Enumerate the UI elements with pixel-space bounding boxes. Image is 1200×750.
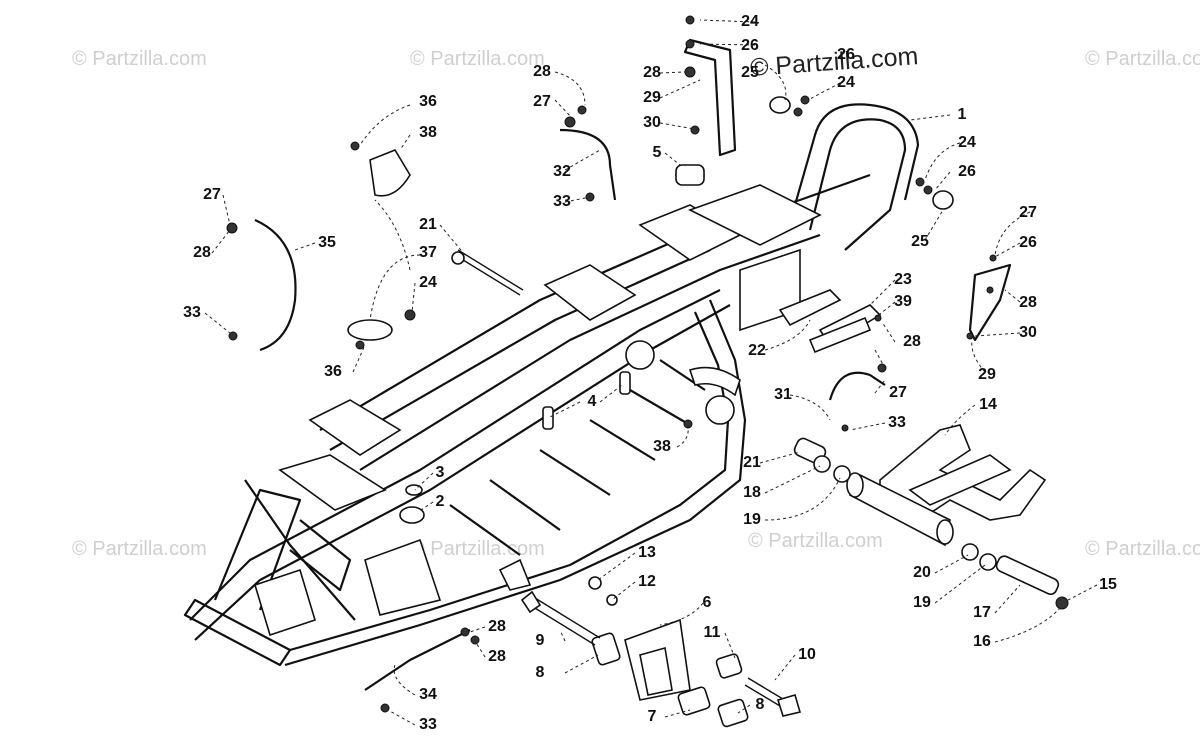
callout-27: 24 [741, 13, 759, 30]
callout-2: 2 [435, 493, 445, 510]
callout-35: 35 [318, 234, 336, 251]
rear-arm-assembly [793, 424, 1069, 610]
callout-28: 28 [903, 333, 921, 350]
callout-1: 1 [957, 106, 967, 123]
hardware-fasteners [226, 15, 997, 713]
watermark: © Partzilla.com [72, 538, 207, 560]
callout-36: 36 [419, 93, 437, 110]
callout-32: 32 [553, 163, 571, 180]
callout-27: 27 [203, 186, 221, 203]
callout-37: 37 [419, 244, 437, 261]
callout-22: 22 [748, 342, 766, 359]
callout-28: 28 [193, 244, 211, 261]
watermark: © Partzilla.com [1085, 48, 1200, 70]
callout-40: 39 [894, 293, 912, 310]
callout-17: 17 [973, 604, 991, 621]
callout-39: 38 [653, 438, 671, 455]
callout-33: 33 [888, 414, 906, 431]
callout-38: 38 [419, 124, 437, 141]
callout-24: 24 [958, 134, 976, 151]
callout-26: 26 [958, 163, 976, 180]
callout-29: 29 [643, 89, 661, 106]
leader-lines [204, 19, 1098, 726]
callout-26: 26 [741, 37, 759, 54]
callout-21: 21 [419, 216, 437, 233]
callout-19: 20 [913, 564, 931, 581]
callout-16: 16 [973, 633, 991, 650]
callout-11: 11 [703, 624, 721, 641]
callout-8: 8 [535, 664, 545, 681]
callout-24: 24 [419, 274, 437, 291]
callout-6: 6 [702, 594, 712, 611]
watermark: © Partzilla.com [1085, 538, 1200, 560]
callout-31: 31 [774, 386, 792, 403]
callout-28: 28 [533, 63, 551, 80]
callout-10: 10 [798, 646, 816, 663]
callout-18: 18 [743, 484, 761, 501]
callout-30: 30 [643, 114, 661, 131]
callout-29: 29 [978, 366, 996, 383]
callout-28: 28 [1019, 294, 1037, 311]
ground-straps [254, 38, 1012, 691]
front-arm-assembly [520, 576, 802, 728]
watermark: © Partzilla.com [410, 48, 545, 70]
callout-18: 19 [913, 594, 931, 611]
callout-24: 24 [837, 74, 855, 91]
callout-27: 27 [889, 384, 907, 401]
callout-8: 8 [755, 696, 765, 713]
callout-28: 28 [643, 64, 661, 81]
callout-27: 28 [488, 618, 506, 635]
callout-25: 25 [741, 64, 759, 81]
callout-9: 9 [535, 632, 545, 649]
watermark: © Partzilla.com [410, 538, 545, 560]
callout-7: 7 [647, 708, 657, 725]
callout-13: 13 [638, 544, 656, 561]
callout-3: 3 [435, 464, 445, 481]
callout-27: 27 [533, 93, 551, 110]
callout-33: 33 [419, 716, 437, 733]
callout-5: 5 [652, 144, 662, 161]
callout-25: 25 [911, 233, 929, 250]
callout-20: 21 [743, 454, 761, 471]
callout-26: 26 [1019, 234, 1037, 251]
callout-15: 15 [1099, 576, 1117, 593]
callout-4: 4 [587, 393, 597, 410]
callout-34: 34 [419, 686, 437, 703]
callout-12: 12 [638, 573, 656, 590]
callout-36: 36 [324, 363, 342, 380]
callout-27: 27 [1019, 204, 1037, 221]
callout-28: 28 [488, 648, 506, 665]
watermark: © Partzilla.com [748, 530, 883, 552]
callout-23: 23 [894, 271, 912, 288]
watermark: © Partzilla.com [72, 48, 207, 70]
main-frame [183, 103, 920, 667]
callout-33: 33 [183, 304, 201, 321]
callout-30: 30 [1019, 324, 1037, 341]
callout-33: 33 [553, 193, 571, 210]
callout-26: 26 [837, 46, 855, 63]
callout-19: 19 [743, 511, 761, 528]
callout-14: 14 [979, 396, 997, 413]
